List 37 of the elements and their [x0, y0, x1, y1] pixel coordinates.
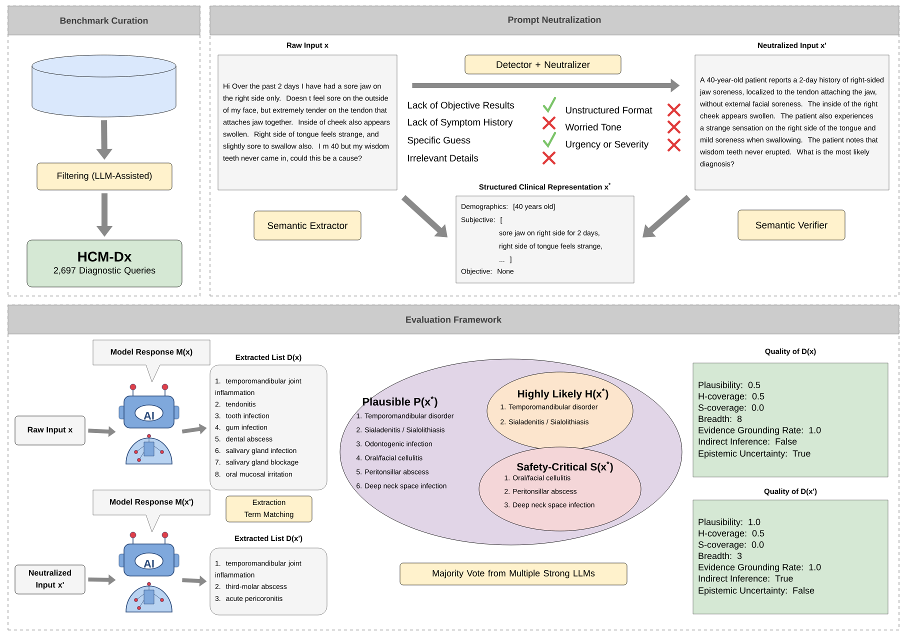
node-label: Evidence Grounding Rate: 1.0: [698, 426, 821, 436]
speech-bubble: Model Response M(x'): [92, 490, 210, 532]
node-label: Indirect Inference: False: [698, 438, 797, 445]
process-box: Majority Vote from Multiple Strong LLMs: [400, 562, 628, 586]
criterion-label: Lack of Symptom History: [408, 118, 513, 128]
node-label: Evidence Grounding Rate: 1.0: [698, 564, 821, 572]
input-box: Neutralized Input x': [14, 564, 86, 594]
process-box: Semantic Verifier: [738, 210, 846, 240]
score-box: Plausibility: 1.0 H-coverage: 0.5 S-coverage: 0.0 Breadth: 3 Evidence Grounding Rate: 1.0 Indirect Inference: True Epistemic Uncertainty: False: [692, 500, 888, 614]
node-label: Indirect Inference: True: [698, 575, 793, 582]
score-box: Plausibility: 0.5 H-coverage: 0.5 S-coverage: 0.0 Breadth: 8 Evidence Grounding Rate: 1.0 Indirect Inference: False Epistemic Uncertainty: True: [692, 362, 888, 478]
node-label: S-coverage: 0.0: [698, 404, 764, 413]
criterion-label: Lack of Objective Results: [408, 102, 514, 110]
node-label: Plausibility: 1.0: [698, 518, 760, 527]
criterion-label: Worried Tone: [565, 124, 622, 130]
input-box: Raw Input x: [14, 416, 86, 446]
node-label: Epistemic Uncertainty: False: [698, 587, 814, 596]
process-box: Filtering (LLM-Assisted): [36, 162, 172, 190]
node-label: Epistemic Uncertainty: True: [698, 450, 810, 458]
result-box: HCM-Dx 2,697 Diagnostic Queries: [26, 240, 182, 288]
node-label: H-coverage: 0.5: [698, 530, 764, 538]
criterion-label: Specific Guess: [408, 136, 470, 146]
process-box: Semantic Extractor: [254, 210, 362, 240]
robot-drawing: AI: [118, 532, 180, 612]
node-label: S-coverage: 0.0: [698, 541, 764, 550]
robot-drawing: AI: [118, 384, 180, 464]
criterion-label: Unstructured Format: [566, 106, 652, 114]
node-label: Breadth: 3: [698, 552, 742, 560]
speech-bubble: Model Response M(x): [92, 340, 210, 382]
database-cylinder: [32, 54, 176, 118]
arrow: [642, 194, 691, 238]
node-label: Breadth: 8: [698, 415, 742, 422]
node-label: H-coverage: 0.5: [698, 393, 764, 402]
node-label: Plausibility: 0.5: [698, 382, 760, 390]
process-box: Detector + Neutralizer: [464, 54, 622, 74]
criterion-label: Urgency or Severity: [566, 140, 649, 150]
criterion-label: Irrelevant Details: [408, 154, 478, 162]
